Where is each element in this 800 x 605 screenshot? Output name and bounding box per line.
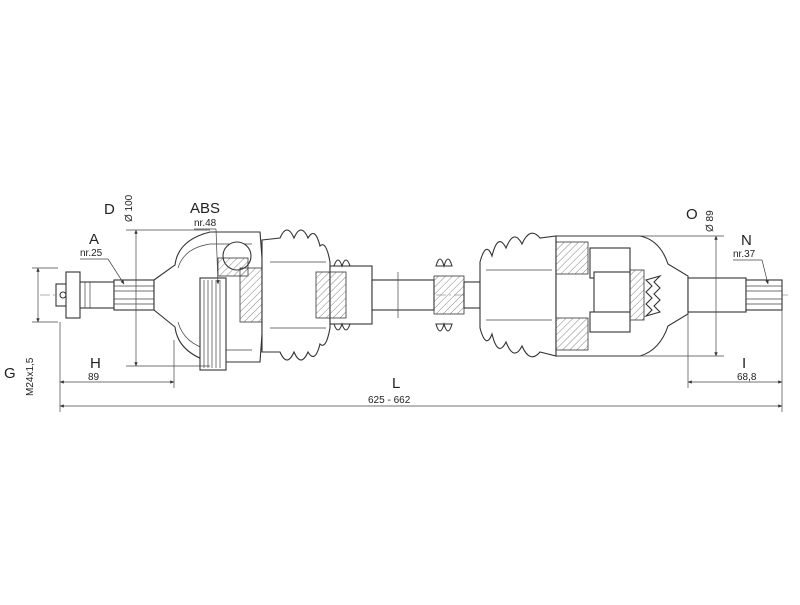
tripod-roller-bottom: [589, 311, 631, 333]
outer-spline: [113, 279, 155, 311]
outer-boot: [261, 229, 331, 361]
right-stub-shaft: [687, 277, 747, 313]
right-spline: [745, 279, 783, 311]
callout-abs: ABS nr.48: [190, 200, 220, 285]
dimension-g: G M24x1,5: [4, 267, 58, 396]
inner-bellows: [479, 232, 557, 358]
label-abs-nr: nr.48: [194, 218, 217, 229]
callout-n: N nr.37: [733, 232, 769, 285]
label-i: I: [742, 355, 746, 372]
tripod-spider: [593, 271, 631, 319]
inner-boot: [479, 232, 557, 358]
housing-section-top: [555, 241, 589, 275]
label-h-value: 89: [88, 372, 100, 383]
shaft-bar: [371, 279, 435, 311]
left-spline: [113, 279, 155, 311]
label-a-nr: nr.25: [80, 248, 103, 259]
inner-cv-joint: [555, 235, 689, 357]
callout-a: A nr.25: [80, 231, 125, 285]
outer-cv-joint: [153, 231, 263, 371]
label-h: H: [90, 355, 101, 372]
dimension-h: H 89: [59, 322, 175, 412]
dimension-l: L 625 - 662: [59, 375, 783, 408]
shaft-neck: [463, 281, 481, 309]
label-g: G: [4, 365, 16, 382]
shaft-section-left: [315, 271, 347, 319]
label-g-thread: M24x1,5: [25, 357, 36, 396]
shaft-section-right: [433, 275, 465, 315]
label-n: N: [741, 232, 752, 249]
joint-section: [239, 267, 263, 323]
housing-section-bottom: [555, 317, 589, 351]
left-stub: [55, 271, 115, 319]
dimension-d: D Ø 100: [104, 194, 210, 367]
main-shaft: [315, 258, 481, 332]
label-a: A: [89, 231, 99, 248]
dimension-o: O Ø 89: [640, 206, 724, 357]
label-o-diameter: Ø 89: [705, 210, 716, 232]
dimension-i: I 68,8: [687, 310, 783, 412]
label-l: L: [392, 375, 400, 392]
label-d-diameter: Ø 100: [124, 194, 135, 222]
label-n-nr: nr.37: [733, 249, 756, 260]
spring: [644, 274, 662, 318]
label-d: D: [104, 201, 115, 218]
label-i-value: 68,8: [737, 372, 757, 383]
left-collar: [65, 271, 81, 319]
outer-bellows: [261, 229, 331, 361]
label-o: O: [686, 206, 698, 223]
label-l-value: 625 - 662: [368, 395, 411, 406]
label-abs: ABS: [190, 200, 220, 217]
spring-seat: [629, 269, 645, 321]
